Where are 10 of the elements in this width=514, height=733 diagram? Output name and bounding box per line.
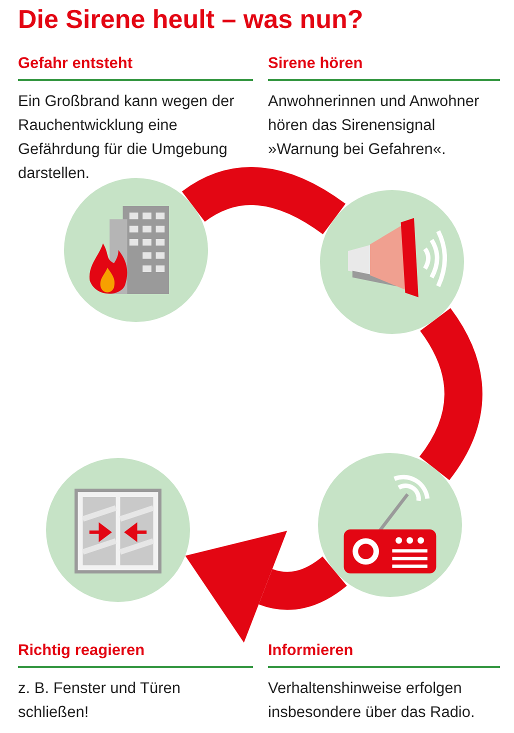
- step-description: z. B. Fenster und Türen schließen!: [18, 679, 182, 723]
- step-description: Verhaltenshinweise erfolgen insbesondere über das Radio.: [268, 679, 476, 723]
- step-heading: Gefahr entsteht: [18, 55, 133, 73]
- arrow: [184, 530, 346, 644]
- step-heading: Richtig reagieren: [18, 642, 145, 660]
- step-heading: Informieren: [268, 642, 354, 660]
- step-description: Ein Großbrand kann wegen der Rauchentwicklung eine Gefährdung für die Umgebung darstellen.: [18, 92, 236, 184]
- step-heading: Sirene hören: [268, 55, 363, 73]
- step-description: Anwohnerinnen und Anwohner hören das Sirenensignal »Warnung bei Gefahren«.: [268, 92, 480, 160]
- title: Die Sirene heult – was nun?: [18, 4, 364, 35]
